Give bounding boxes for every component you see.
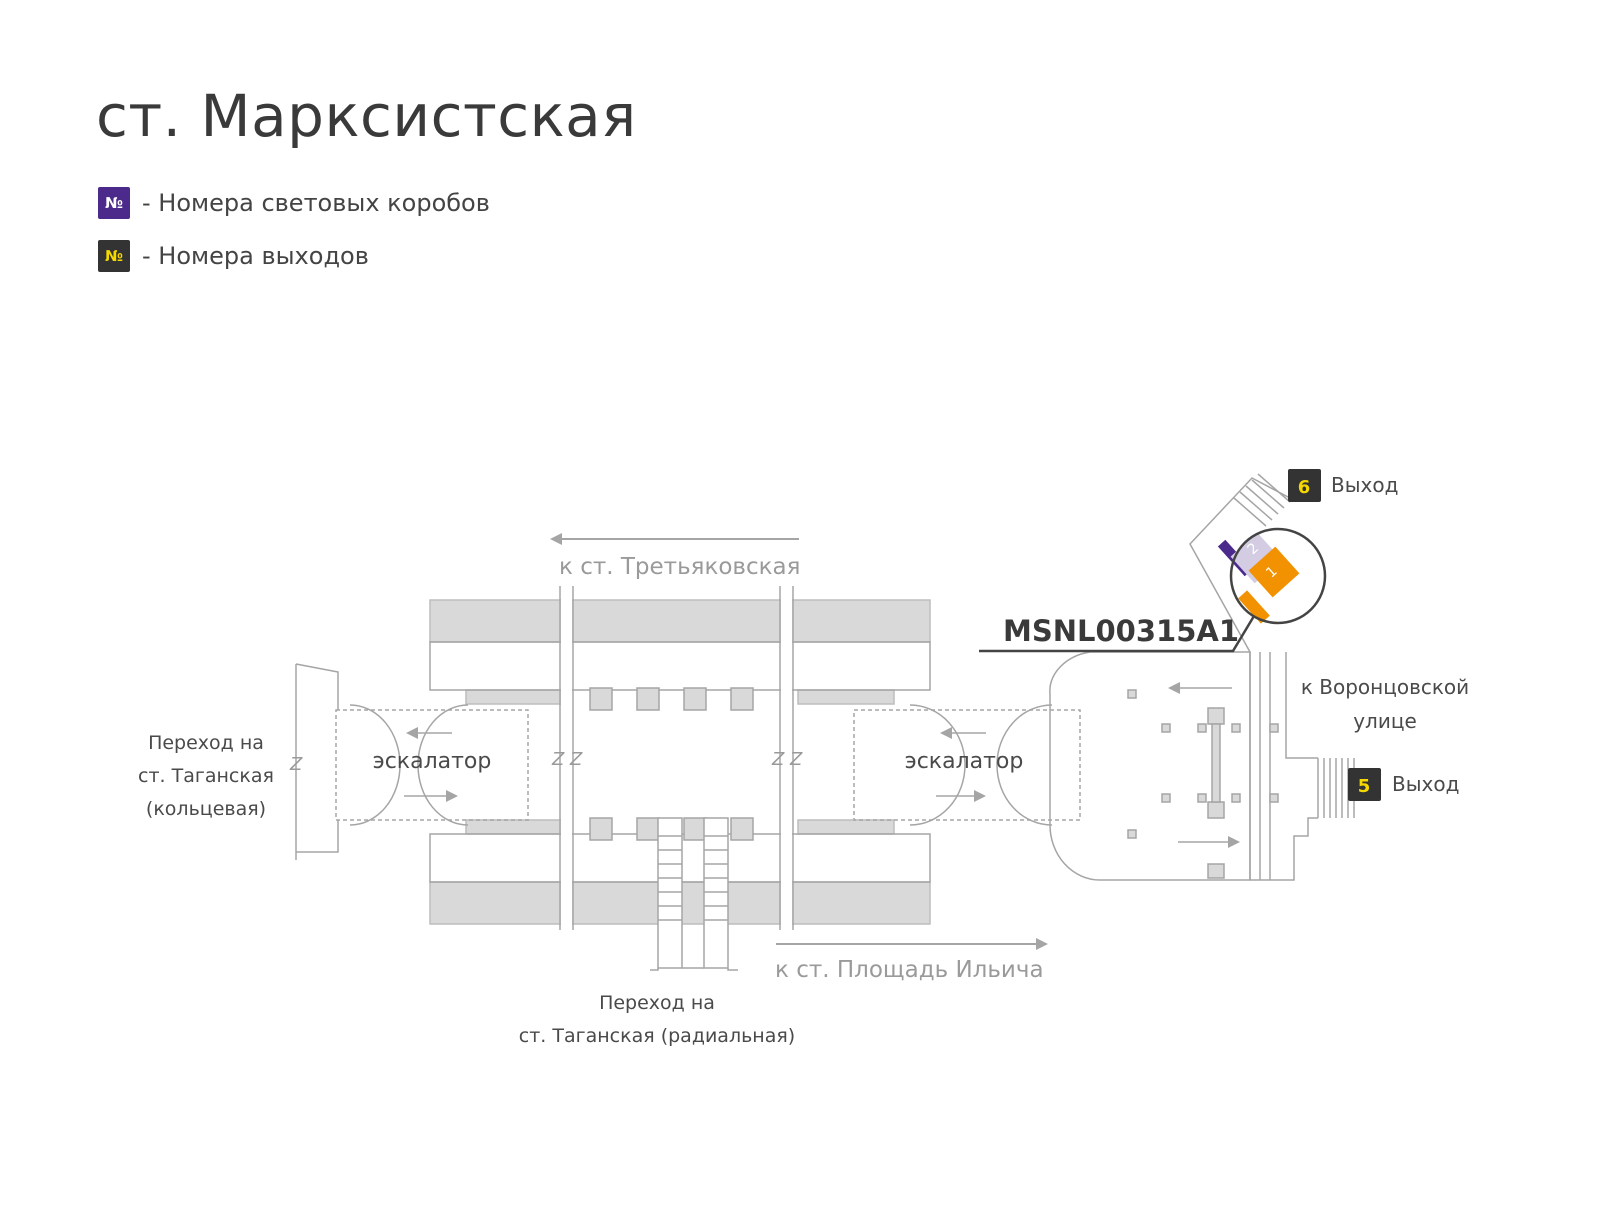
arrow-head-top	[550, 533, 562, 545]
legend-lightbox-text: - Номера световых коробов	[142, 189, 490, 217]
direction-label-top: к ст. Третьяковская	[559, 554, 800, 580]
exit-5-number: 5	[1358, 776, 1371, 797]
z-mark-center-right: Z Z	[771, 749, 803, 770]
transfer-left-line-3: (кольцевая)	[146, 798, 266, 820]
vestibule	[1049, 651, 1318, 881]
columns	[589, 687, 754, 841]
page-title: ст. Марксистская	[96, 82, 637, 150]
direction-label-bottom: к ст. Площадь Ильича	[775, 957, 1044, 983]
transfer-bottom-line-1: Переход на	[599, 992, 715, 1014]
escalator-left-arrow-down	[446, 790, 458, 802]
exit-6-passage	[1189, 473, 1291, 653]
platform-edge-top-left	[465, 689, 567, 705]
escalator-left-arrow-up	[406, 727, 418, 739]
lightbox-1	[1248, 546, 1300, 598]
escalator-left-zone	[295, 663, 529, 860]
lightbox-number-badge: №	[98, 187, 130, 219]
legend-lightbox-numbers: № - Номера световых коробов	[98, 187, 490, 219]
callout-line	[979, 615, 1256, 653]
z-mark-left: Z	[289, 754, 303, 775]
transfer-left-line-1: Переход на	[148, 732, 264, 754]
transfer-left-line-2: ст. Таганская	[138, 765, 274, 787]
lightbox-1-strip	[1238, 590, 1270, 624]
escalator-left-label: эскалатор	[373, 749, 492, 774]
legend-exit-numbers: № - Номера выходов	[98, 240, 369, 272]
lightbox-highlight-circle	[1229, 527, 1327, 625]
platform-edge-bottom-left	[465, 819, 567, 835]
exit-5-label: Выход	[1392, 772, 1459, 796]
platform-edge-bottom-right	[797, 819, 895, 835]
exit-6-label: Выход	[1331, 473, 1398, 497]
vorontsov-line-1: к Воронцовской	[1301, 675, 1469, 699]
z-mark-center-left: Z Z	[551, 749, 583, 770]
vestibule-arrow-right	[1228, 836, 1240, 848]
transfer-bottom-line-2: ст. Таганская (радиальная)	[519, 1025, 795, 1047]
section-dividers	[559, 586, 794, 930]
callout-code: MSNL00315A1	[1003, 614, 1239, 648]
legend-exit-text: - Номера выходов	[142, 242, 369, 270]
exit-6-number: 6	[1298, 477, 1311, 498]
vorontsov-line-2: улице	[1353, 709, 1417, 733]
escalator-right-zone	[853, 704, 1081, 826]
arrow-head-bottom	[1036, 938, 1048, 950]
exit-6-badge	[1288, 469, 1321, 502]
escalator-right-arrow-down	[974, 790, 986, 802]
platform-edge-top-right	[797, 689, 895, 705]
vestibule-pillars	[1127, 689, 1279, 879]
exit-5-badge	[1348, 768, 1381, 801]
escalator-right-label: эскалатор	[905, 749, 1024, 774]
escalator-right-arrow-up	[940, 727, 952, 739]
track-top	[429, 599, 931, 643]
vestibule-arrow-left	[1168, 682, 1180, 694]
exit-number-badge: №	[98, 240, 130, 272]
radial-transfer-stairs	[650, 817, 738, 971]
